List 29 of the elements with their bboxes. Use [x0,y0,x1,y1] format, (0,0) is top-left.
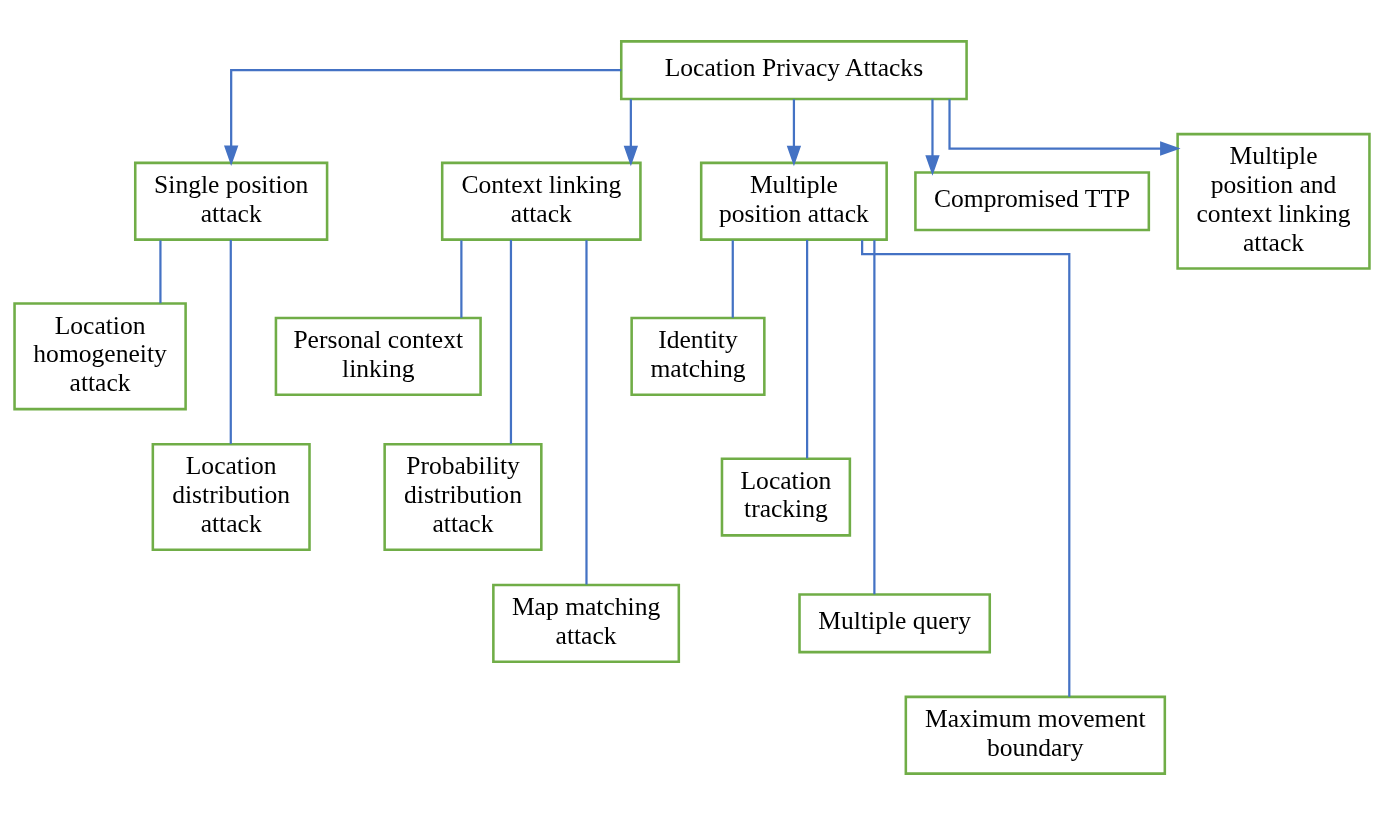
arrow [948,98,1181,156]
node-box: Multiple query [798,592,992,653]
connector [159,239,162,303]
node-box: Location tracking [720,456,852,537]
node-box: Probability distribution attack [383,442,543,551]
node-box: Identity matching [630,316,766,396]
arrow [925,98,940,176]
node-box: Map matching attack [492,583,681,663]
node-box: Context linking attack [440,161,642,241]
connector [229,239,232,444]
connector [861,239,1071,697]
connector [806,239,809,458]
arrow [786,98,802,166]
node-box: Personal context linking [274,316,482,396]
node-box: Location Privacy Attacks [620,39,968,100]
connector [585,239,588,584]
node-box: Compromised TTP [914,170,1151,231]
node-box: Location homogeneity attack [13,301,187,410]
arrow [224,68,622,166]
node-box: Single position attack [133,161,329,241]
node-box: Maximum movement boundary [904,695,1167,775]
connector [509,239,513,444]
node-box: Multiple position attack [699,161,888,241]
connector [460,239,463,318]
node-box: Multiple position and context linking attack [1176,132,1371,270]
connector [873,239,876,594]
arrow [623,98,638,166]
node-box: Location distribution attack [151,442,311,551]
connector [731,239,734,318]
